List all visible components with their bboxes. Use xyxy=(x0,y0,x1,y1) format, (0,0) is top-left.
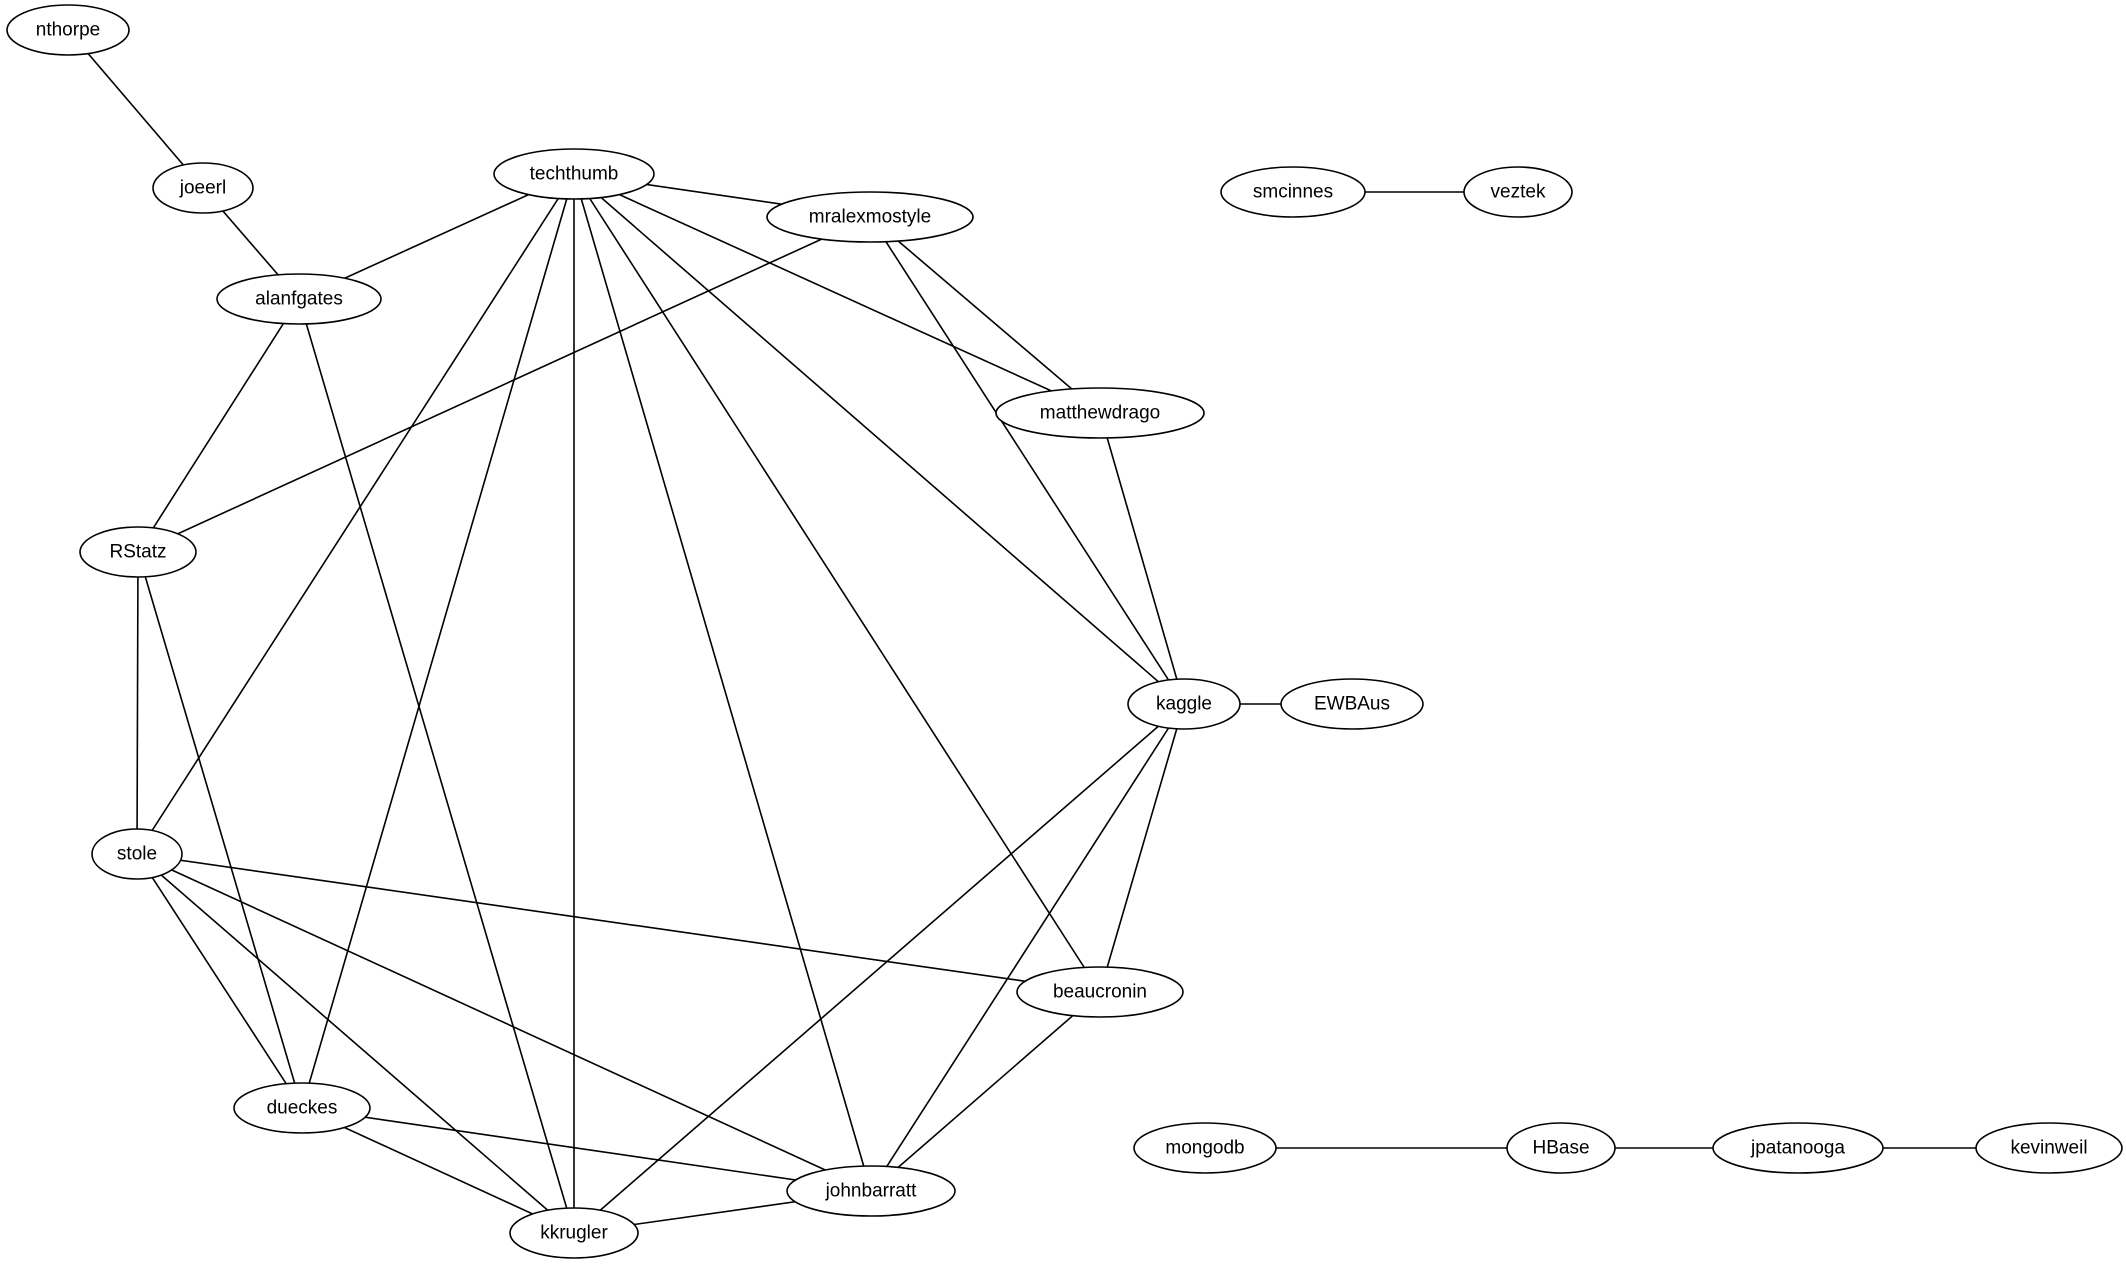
node-ellipse xyxy=(152,162,254,214)
edge-techthumb-kaggle xyxy=(573,173,1185,705)
node-smcinnes[interactable]: smcinnes xyxy=(1220,166,1366,218)
node-mongodb[interactable]: mongodb xyxy=(1133,1122,1277,1174)
node-label: RStatz xyxy=(109,542,166,563)
node-label: alanfgates xyxy=(255,289,343,310)
edge-stole-kkrugler xyxy=(136,853,575,1234)
edge-kaggle-kkrugler xyxy=(573,703,1185,1234)
node-label: kkrugler xyxy=(540,1223,608,1244)
node-alanfgates[interactable]: alanfgates xyxy=(216,273,382,325)
node-joeerl[interactable]: joeerl xyxy=(152,162,254,214)
node-ellipse xyxy=(91,828,183,880)
node-label: dueckes xyxy=(267,1098,338,1119)
node-ellipse xyxy=(1016,966,1184,1018)
node-EWBAus[interactable]: EWBAus xyxy=(1280,678,1424,730)
edge-dueckes-kkrugler xyxy=(301,1107,575,1234)
node-ellipse xyxy=(216,273,382,325)
edge-techthumb-dueckes xyxy=(301,173,575,1109)
node-label: mralexmostyle xyxy=(809,207,931,228)
node-johnbarratt[interactable]: johnbarratt xyxy=(786,1165,956,1217)
node-RStatz[interactable]: RStatz xyxy=(79,526,197,578)
edge-stole-beaucronin xyxy=(136,853,1101,993)
edge-stole-johnbarratt xyxy=(136,853,872,1192)
edge-dueckes-johnbarratt xyxy=(301,1107,872,1192)
node-ellipse xyxy=(1280,678,1424,730)
node-mralexmostyle[interactable]: mralexmostyle xyxy=(766,191,974,243)
node-dueckes[interactable]: dueckes xyxy=(233,1082,371,1134)
graph-nodes: nthorpe joeerl alanfgates techthumb mralexmo… xyxy=(6,4,2123,1259)
node-jpatanooga[interactable]: jpatanooga xyxy=(1712,1122,1884,1174)
edge-kaggle-beaucronin xyxy=(1099,703,1185,993)
node-label: mongodb xyxy=(1165,1138,1244,1159)
edge-alanfgates-RStatz xyxy=(137,298,300,553)
node-label: matthewdrago xyxy=(1040,403,1160,424)
node-ellipse xyxy=(786,1165,956,1217)
node-nthorpe[interactable]: nthorpe xyxy=(6,4,130,56)
edge-RStatz-stole xyxy=(136,551,139,855)
edge-matthewdrago-kaggle xyxy=(1099,412,1185,705)
edge-beaucronin-johnbarratt xyxy=(870,991,1101,1192)
edge-mralexmostyle-matthewdrago xyxy=(869,216,1101,414)
edge-kaggle-johnbarratt xyxy=(870,703,1185,1192)
edge-mralexmostyle-kaggle xyxy=(869,216,1185,705)
node-label: kevinweil xyxy=(2010,1138,2087,1159)
node-label: joeerl xyxy=(179,178,226,199)
graph-edges xyxy=(67,29,2049,1234)
node-label: veztek xyxy=(1491,182,1546,203)
node-label: nthorpe xyxy=(36,20,100,41)
node-veztek[interactable]: veztek xyxy=(1463,166,1573,218)
node-ellipse xyxy=(493,148,655,200)
edge-techthumb-johnbarratt xyxy=(573,173,872,1192)
node-kaggle[interactable]: kaggle xyxy=(1127,678,1241,730)
node-ellipse xyxy=(1506,1122,1616,1174)
node-stole[interactable]: stole xyxy=(91,828,183,880)
node-label: EWBAus xyxy=(1314,694,1390,715)
node-ellipse xyxy=(1975,1122,2123,1174)
node-techthumb[interactable]: techthumb xyxy=(493,148,655,200)
node-label: kaggle xyxy=(1156,694,1212,715)
node-ellipse xyxy=(995,387,1205,439)
edge-techthumb-beaucronin xyxy=(573,173,1101,993)
node-ellipse xyxy=(79,526,197,578)
node-ellipse xyxy=(766,191,974,243)
edge-nthorpe-joeerl xyxy=(67,29,204,189)
node-kkrugler[interactable]: kkrugler xyxy=(509,1207,639,1259)
node-label: beaucronin xyxy=(1053,982,1147,1003)
edge-alanfgates-kkrugler xyxy=(298,298,575,1234)
node-ellipse xyxy=(1220,166,1366,218)
node-HBase[interactable]: HBase xyxy=(1506,1122,1616,1174)
node-kevinweil[interactable]: kevinweil xyxy=(1975,1122,2123,1174)
node-label: jpatanooga xyxy=(1750,1138,1845,1159)
edge-RStatz-dueckes xyxy=(137,551,303,1109)
node-label: smcinnes xyxy=(1253,182,1333,203)
node-label: johnbarratt xyxy=(825,1181,918,1202)
node-ellipse xyxy=(1133,1122,1277,1174)
node-beaucronin[interactable]: beaucronin xyxy=(1016,966,1184,1018)
node-ellipse xyxy=(6,4,130,56)
edge-stole-dueckes xyxy=(136,853,303,1109)
node-label: techthumb xyxy=(530,164,619,185)
node-ellipse xyxy=(509,1207,639,1259)
edge-techthumb-matthewdrago xyxy=(573,173,1101,414)
node-ellipse xyxy=(1463,166,1573,218)
node-matthewdrago[interactable]: matthewdrago xyxy=(995,387,1205,439)
node-ellipse xyxy=(1127,678,1241,730)
node-ellipse xyxy=(1712,1122,1884,1174)
node-label: HBase xyxy=(1532,1138,1589,1159)
edge-mralexmostyle-RStatz xyxy=(137,216,871,553)
node-ellipse xyxy=(233,1082,371,1134)
node-label: stole xyxy=(117,844,157,865)
edge-techthumb-stole xyxy=(136,173,575,855)
